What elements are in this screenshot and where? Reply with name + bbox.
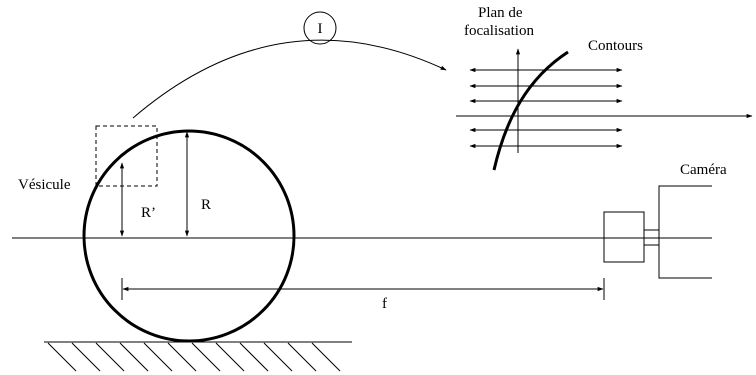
f-label: f: [382, 296, 387, 312]
vesicle-label: Vésicule: [18, 177, 71, 193]
zoom-curved-arrow: [132, 39, 447, 119]
ground-hatching: [44, 341, 352, 372]
contours-label: Contours: [588, 38, 643, 54]
vesicle-circle: [82, 129, 296, 343]
marker-i-label: I: [318, 21, 323, 37]
contour-curve: [492, 50, 569, 171]
camera-label: Caméra: [680, 162, 727, 178]
camera-icon: [603, 185, 712, 279]
zoom-region-box: [95, 125, 158, 187]
plan-label-line1: Plan de: [478, 5, 523, 21]
marker-i-circle: [303, 11, 337, 45]
contour-lines: [469, 67, 623, 149]
r-label: R: [201, 197, 211, 213]
plan-label-line2: focalisation: [464, 23, 534, 39]
r-prime-label: R’: [141, 205, 156, 221]
